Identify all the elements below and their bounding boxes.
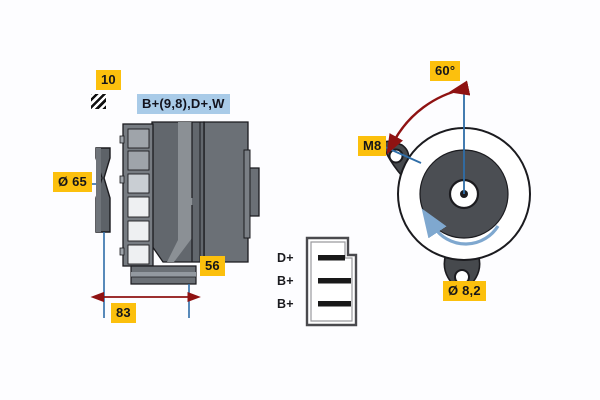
rotation-direction-arrow [421, 208, 500, 246]
terminal-label-2: B+ [277, 274, 294, 288]
terminal-label-1: D+ [277, 251, 294, 265]
end-view-geometry [382, 80, 531, 290]
terminal-blade-1 [318, 255, 345, 261]
belt-profile-hatch-icon [90, 93, 107, 110]
terminal-blade-2 [318, 278, 351, 284]
badge-overall-length: 83 [111, 303, 136, 323]
badge-pulley-diameter: Ø 65 [53, 172, 92, 192]
badge-mount-offset: 56 [200, 256, 225, 276]
terminal-blade-3 [318, 301, 351, 307]
mounting-angle-arc [386, 80, 471, 155]
badge-mounting-angle: 60° [430, 61, 461, 81]
badge-belt-groove-count: 10 [96, 70, 121, 90]
badge-terminal-designations: B+(9,8),D+,W [137, 94, 230, 114]
terminal-label-3: B+ [277, 297, 294, 311]
side-view-geometry [84, 121, 260, 318]
terminal-block-geometry [305, 236, 358, 327]
badge-hole-diameter: Ø 8,2 [443, 281, 486, 301]
badge-thread-size: M8 [358, 136, 387, 156]
